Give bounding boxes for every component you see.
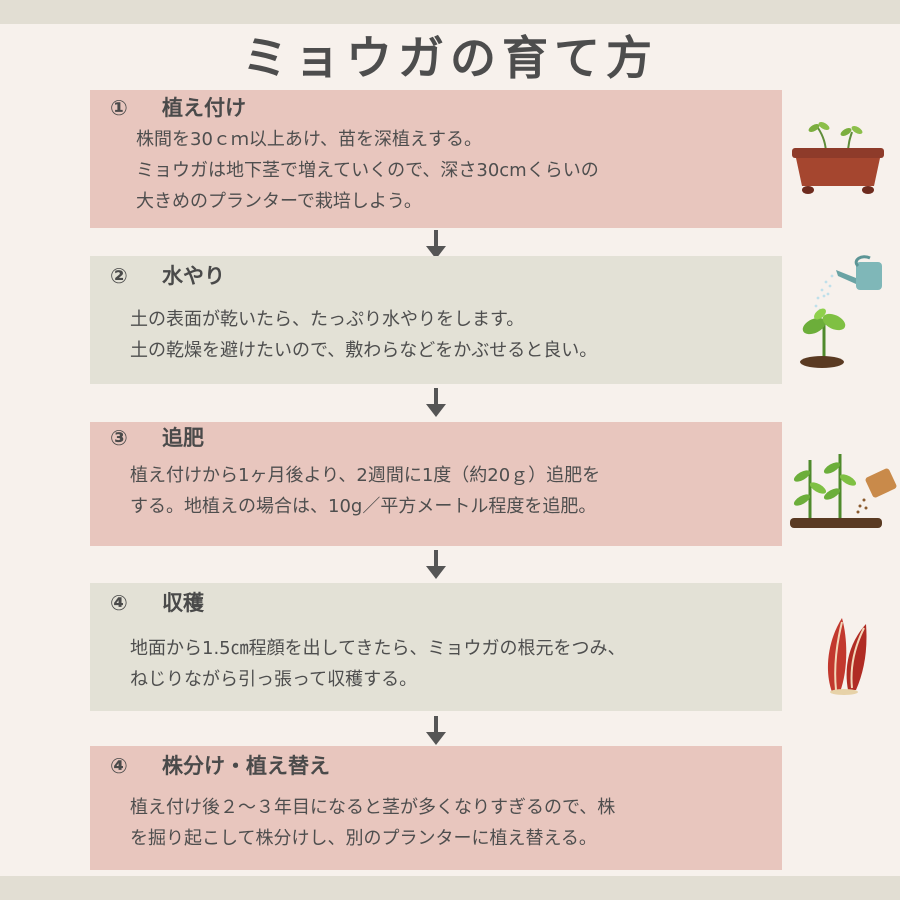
page-title: ミョウガの育て方 bbox=[242, 31, 658, 85]
step-description: 植え付け後２～３年目になると茎が多くなりすぎるので、株 を掘り起こして株分けし、… bbox=[130, 792, 615, 854]
top-band bbox=[0, 0, 900, 24]
step-number: ④ bbox=[110, 754, 128, 778]
step-line: 植え付け後２～３年目になると茎が多くなりすぎるので、株 bbox=[130, 797, 616, 818]
step-heading: ④ 株分け・植え替え bbox=[110, 752, 330, 780]
watering-can-sprout-icon bbox=[800, 255, 882, 368]
step-line: 植え付けから1ヶ月後より、2週間に1度（約20ｇ）追肥を bbox=[130, 465, 601, 486]
step-5-division-replanting: ④ 株分け・植え替え 植え付け後２～３年目になると茎が多くなりすぎるので、株 を掘… bbox=[90, 746, 782, 870]
down-arrow-icon bbox=[426, 388, 446, 417]
step-number: ③ bbox=[110, 426, 128, 450]
step-line: 土の乾燥を避けたいので、敷わらなどをかぶせると良い。 bbox=[130, 340, 598, 361]
down-arrow-icon bbox=[426, 716, 446, 745]
step-line: ねじりながら引っ張って収穫する。 bbox=[130, 669, 418, 690]
step-heading: ① 植え付け bbox=[110, 94, 246, 122]
step-1-planting: ① 植え付け 株間を30ｃｍ以上あけ、苗を深植えする。 ミョウガは地下茎で増えてい… bbox=[90, 90, 782, 228]
step-title: 株分け・植え替え bbox=[162, 754, 330, 778]
bottom-band bbox=[0, 876, 900, 900]
step-description: 株間を30ｃｍ以上あけ、苗を深植えする。 ミョウガは地下茎で増えていくので、深さ… bbox=[136, 124, 599, 217]
step-title: 植え付け bbox=[162, 96, 246, 120]
fertilizer-seedlings-icon bbox=[790, 454, 897, 528]
step-heading: ③ 追肥 bbox=[110, 424, 204, 452]
step-2-watering: ② 水やり 土の表面が乾いたら、たっぷり水やりをします。 土の乾燥を避けたいので、… bbox=[90, 256, 782, 384]
step-heading: ② 水やり bbox=[110, 262, 225, 290]
planter-seedling-icon bbox=[792, 122, 884, 194]
step-4-harvest: ④ 収穫 地面から1.5㎝程顔を出してきたら、ミョウガの根元をつみ、 ねじりながら… bbox=[90, 583, 782, 711]
down-arrow-icon bbox=[426, 550, 446, 579]
step-number: ② bbox=[110, 264, 128, 288]
step-line: 土の表面が乾いたら、たっぷり水やりをします。 bbox=[130, 309, 525, 330]
myoga-harvest-icon bbox=[827, 618, 867, 695]
step-line: 大きめのプランターで栽培しよう。 bbox=[136, 191, 422, 212]
step-number: ① bbox=[110, 96, 128, 120]
step-line: ミョウガは地下茎で増えていくので、深さ30cmくらいの bbox=[136, 160, 599, 181]
step-line: する。地植えの場合は、10g／平方メートル程度を追肥。 bbox=[130, 496, 597, 517]
step-line: 地面から1.5㎝程顔を出してきたら、ミョウガの根元をつみ、 bbox=[130, 638, 626, 659]
step-3-fertilizing: ③ 追肥 植え付けから1ヶ月後より、2週間に1度（約20ｇ）追肥を する。地植えの… bbox=[90, 422, 782, 546]
step-number: ④ bbox=[110, 591, 128, 615]
down-arrow-icon bbox=[426, 230, 446, 259]
step-line: を掘り起こして株分けし、別のプランターに植え替える。 bbox=[130, 828, 597, 849]
step-heading: ④ 収穫 bbox=[110, 589, 204, 617]
step-description: 植え付けから1ヶ月後より、2週間に1度（約20ｇ）追肥を する。地植えの場合は、… bbox=[130, 460, 600, 522]
step-title: 水やり bbox=[162, 264, 225, 288]
step-line: 株間を30ｃｍ以上あけ、苗を深植えする。 bbox=[136, 129, 483, 150]
step-title: 収穫 bbox=[162, 591, 204, 615]
step-description: 地面から1.5㎝程顔を出してきたら、ミョウガの根元をつみ、 ねじりながら引っ張っ… bbox=[130, 633, 626, 695]
step-title: 追肥 bbox=[162, 426, 204, 450]
step-description: 土の表面が乾いたら、たっぷり水やりをします。 土の乾燥を避けたいので、敷わらなど… bbox=[130, 304, 597, 366]
